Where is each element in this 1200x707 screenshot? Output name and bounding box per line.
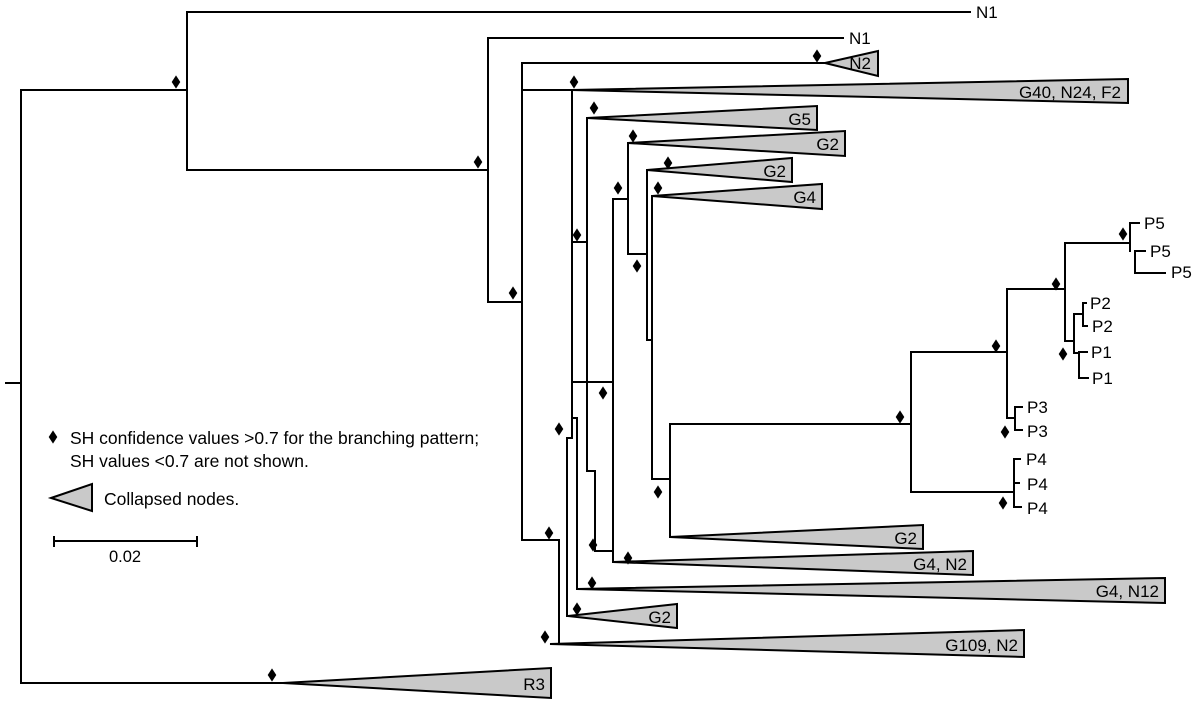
tip-label: P1 xyxy=(1092,369,1113,388)
sh-confidence-diamond xyxy=(998,496,1008,510)
collapsed-clade-label: G2 xyxy=(894,529,917,548)
sh-confidence-diamond xyxy=(895,410,905,424)
sh-confidence-diamond xyxy=(554,422,564,436)
sh-confidence-diamond xyxy=(1051,277,1061,291)
collapsed-clade-label: G4, N2 xyxy=(913,555,967,574)
tip-label: P5 xyxy=(1150,242,1171,261)
sh-confidence-diamond xyxy=(613,181,623,195)
collapsed-clade-triangle xyxy=(627,129,846,158)
sh-confidence-diamond xyxy=(1058,347,1068,361)
sh-confidence-diamond xyxy=(572,228,582,242)
legend-diamond-icon xyxy=(48,430,58,444)
sh-confidence-diamond xyxy=(653,485,663,499)
legend-collapsed-triangle-icon xyxy=(47,482,93,513)
tip-label: P1 xyxy=(1091,343,1112,362)
sh-confidence-diamond xyxy=(1118,227,1128,241)
sh-confidence-diamond xyxy=(569,75,579,89)
collapsed-clade-label: G5 xyxy=(788,110,811,129)
collapsed-clade-label: N2 xyxy=(849,54,871,73)
sh-confidence-diamond xyxy=(508,286,518,300)
sh-confidence-diamond xyxy=(587,576,597,590)
collapsed-clade-triangle xyxy=(549,628,1025,659)
tip-label: P4 xyxy=(1027,475,1048,494)
sh-confidence-diamond xyxy=(598,386,608,400)
collapsed-clade-triangle xyxy=(612,549,974,577)
tip-label: N1 xyxy=(976,3,998,22)
collapsed-clade-label: G109, N2 xyxy=(945,636,1018,655)
sh-confidence-diamond xyxy=(812,49,822,63)
collapsed-clade-triangle xyxy=(824,49,879,78)
legend-collapsed-text: Collapsed nodes. xyxy=(104,489,239,509)
collapsed-clade-label: G40, N24, F2 xyxy=(1019,83,1121,102)
sh-confidence-diamond xyxy=(588,538,598,552)
collapsed-clade-label: R3 xyxy=(523,675,545,694)
tip-label: P4 xyxy=(1027,499,1048,518)
collapsed-clade-label: G2 xyxy=(816,135,839,154)
sh-confidence-diamond xyxy=(572,602,582,616)
legend-diamond-text-line1: SH confidence values >0.7 for the branch… xyxy=(70,428,479,448)
tip-label: N1 xyxy=(849,29,871,48)
sh-confidence-diamond xyxy=(1000,425,1010,439)
sh-confidence-diamond xyxy=(473,155,483,169)
tip-label: P5 xyxy=(1171,263,1192,282)
collapsed-clade-label: G4, N12 xyxy=(1096,582,1159,601)
sh-confidence-diamond xyxy=(663,156,673,170)
sh-confidence-diamond xyxy=(632,259,642,273)
tip-label: P2 xyxy=(1092,317,1113,336)
collapsed-clade-triangle xyxy=(567,602,678,630)
collapsed-clade-triangle xyxy=(651,182,823,211)
sh-confidence-diamond xyxy=(540,630,550,644)
sh-confidence-diamond xyxy=(653,181,663,195)
collapsed-clade-triangle xyxy=(669,523,924,551)
sh-confidence-diamond xyxy=(623,551,633,565)
tip-label: P3 xyxy=(1027,398,1048,417)
collapsed-clade-triangle xyxy=(646,156,793,184)
collapsed-clade-triangle xyxy=(586,104,818,132)
sh-confidence-diamond xyxy=(589,101,599,115)
tip-label: P5 xyxy=(1144,214,1165,233)
tip-label: P2 xyxy=(1090,294,1111,313)
sh-confidence-diamond xyxy=(544,526,554,540)
sh-confidence-diamond xyxy=(628,129,638,143)
sh-confidence-diamond xyxy=(267,668,277,682)
scale-bar-label: 0.02 xyxy=(109,548,141,566)
collapsed-clade-label: G2 xyxy=(763,162,786,181)
collapsed-clade-label: G4 xyxy=(793,188,816,207)
collapsed-clade-triangle xyxy=(282,666,552,700)
collapsed-clade-triangle xyxy=(571,77,1129,105)
tip-label: P3 xyxy=(1027,422,1048,441)
tip-label: P4 xyxy=(1026,450,1047,469)
sh-confidence-diamond xyxy=(171,75,181,89)
collapsed-clade-triangle xyxy=(576,576,1166,605)
collapsed-clade-label: G2 xyxy=(648,608,671,627)
legend-diamond-text-line2: SH values <0.7 are not shown. xyxy=(70,451,309,471)
sh-confidence-diamond xyxy=(991,339,1001,353)
